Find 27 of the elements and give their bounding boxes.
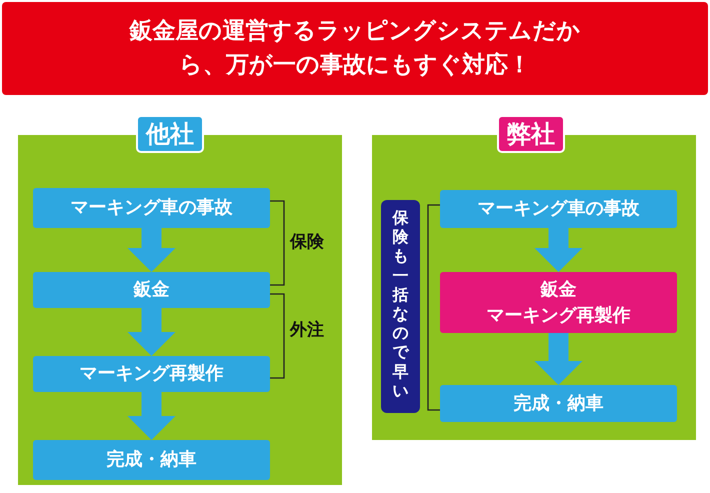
step-text: 完成・納車: [514, 392, 604, 416]
note-box: [381, 200, 420, 413]
process-box: [33, 188, 270, 228]
title-banner: 鈑金屋の運営するラッピングシステムだから、万が一の事故にもすぐ対応！: [2, 2, 708, 95]
down-arrow: [534, 333, 582, 385]
down-arrow: [534, 228, 582, 272]
process-box: [440, 385, 677, 422]
step-text: 鈑金: [134, 278, 170, 302]
panel-heading: 他社: [136, 115, 204, 153]
process-box: [33, 440, 270, 480]
step-text: マーキング車の事故: [478, 197, 640, 221]
step-text: マーキング車の事故: [70, 196, 232, 220]
step-text: 完成・納車: [106, 448, 196, 472]
panel-heading: 弊社: [497, 115, 565, 153]
process-box: [440, 272, 677, 333]
bracket-label: 保険: [290, 231, 324, 253]
process-box: [33, 356, 270, 392]
step-text: 鈑金: [540, 278, 576, 302]
note-text: 保険も一括なので早い: [392, 208, 408, 402]
step-text: マーキング再製作: [80, 362, 224, 386]
process-box: [33, 272, 270, 308]
down-arrow: [128, 308, 176, 356]
down-arrow: [128, 228, 176, 272]
bracket-label: 外注: [290, 319, 324, 341]
down-arrow: [128, 392, 176, 440]
step-text: マーキング再製作: [486, 304, 630, 328]
process-box: [440, 190, 677, 228]
